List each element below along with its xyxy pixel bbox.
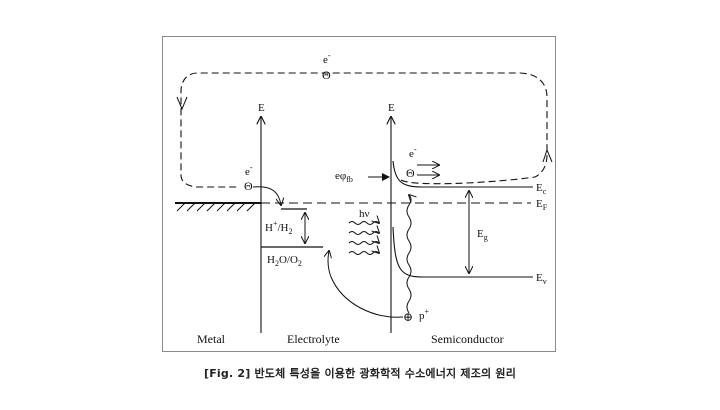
valence-band bbox=[392, 226, 533, 278]
photon-arrows bbox=[348, 222, 379, 255]
region-electrolyte-label: Electrolyte bbox=[287, 332, 340, 346]
ef-label: EF bbox=[536, 198, 548, 212]
metal-energy-axis-label: E bbox=[258, 102, 265, 114]
hole-transfer-arrow bbox=[328, 251, 404, 318]
figure-caption: [Fig. 2] 반도체 특성을 이용한 광화학적 수소에너지 제조의 원리 bbox=[203, 367, 517, 380]
electron-top-icon: Θ bbox=[322, 68, 331, 82]
semi-energy-axis-label: E bbox=[388, 102, 395, 114]
excitation-wave bbox=[406, 195, 411, 314]
electron-transfer-arrow bbox=[252, 186, 281, 205]
hole-icon: ⊕ bbox=[403, 310, 413, 324]
electron-circuit-loop bbox=[180, 72, 548, 188]
electron-semi-icon: Θ bbox=[406, 166, 415, 180]
diagram-figure: e- Θ e- Θ bbox=[162, 36, 556, 352]
redox-h-label: H+/H2 bbox=[265, 219, 292, 236]
electron-semi-label: e- bbox=[409, 145, 417, 160]
photon-label: hν bbox=[359, 208, 370, 220]
redox-water-label: H2O/O2 bbox=[267, 254, 302, 268]
band-diagram: e- Θ e- Θ bbox=[175, 51, 553, 346]
band-gap-label: Eg bbox=[477, 228, 488, 242]
loop-arrow-left bbox=[176, 96, 188, 111]
electron-top-label: e- bbox=[323, 51, 331, 66]
region-metal-label: Metal bbox=[197, 332, 226, 346]
electron-metal-label: e- bbox=[245, 163, 253, 178]
conduction-band bbox=[392, 160, 533, 188]
region-semiconductor-label: Semiconductor bbox=[431, 332, 504, 346]
metal-hatch bbox=[176, 202, 256, 212]
hole-label: p+ bbox=[419, 307, 430, 322]
flatband-label: eφfb bbox=[335, 170, 353, 184]
loop-arrow-right bbox=[542, 148, 553, 163]
ev-label: Ev bbox=[536, 272, 547, 286]
electron-metal-icon: Θ bbox=[244, 179, 253, 193]
ec-label: Ec bbox=[536, 182, 547, 196]
